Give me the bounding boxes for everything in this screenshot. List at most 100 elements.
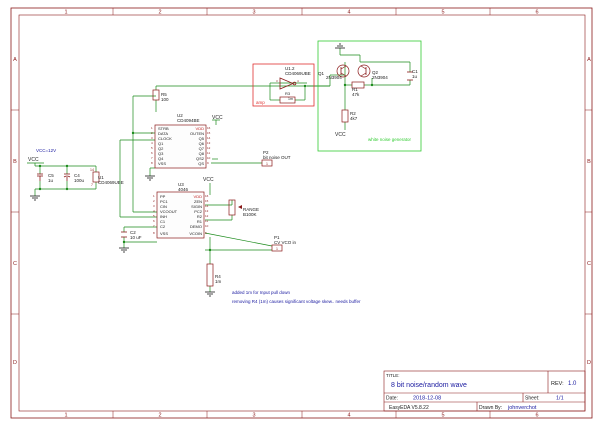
- u2-pin-num: 15: [207, 131, 211, 135]
- rev-label: REV:: [551, 381, 564, 387]
- row-label-left: C: [13, 261, 17, 267]
- c4-capacitor: [63, 173, 71, 181]
- u2-pin-num: 6: [151, 151, 153, 155]
- row-label-left: A: [13, 57, 17, 63]
- u2-pin-num: 14: [207, 136, 211, 140]
- wires: [119, 48, 411, 292]
- drawn-by-label: Drawn By:: [479, 405, 502, 411]
- u3-pin-label: PC2: [194, 209, 203, 214]
- col-label-bottom: 6: [535, 413, 538, 419]
- u1-pin-num: 14: [90, 168, 94, 172]
- ground-symbol: [30, 195, 40, 201]
- u2-pin-num: 12: [207, 146, 211, 150]
- q1-transistor: [336, 64, 350, 78]
- ground-symbol: [145, 175, 155, 181]
- u2-pin-label: CLOCK: [158, 136, 172, 141]
- u3-pin-num: 10: [205, 224, 209, 228]
- u2-pin-label: OUTEN: [190, 131, 204, 136]
- u3-vcc: VCC: [203, 177, 214, 183]
- q1-ref: Q1: [318, 71, 325, 76]
- c2-ground: [119, 247, 129, 253]
- u3-pin-num: 4: [153, 209, 155, 213]
- ground-symbol: [335, 43, 345, 49]
- u3-pin-num: 8: [153, 231, 155, 235]
- r5-resistor: R5 100: [152, 89, 169, 102]
- sheet-frame: [10, 7, 593, 419]
- col-label-top: 4: [347, 10, 350, 16]
- title-label: TITLE:: [386, 373, 400, 378]
- u3-pin-label: VCOIN: [189, 231, 202, 236]
- q1-value: 2N3904: [326, 75, 342, 80]
- col-label-top: 3: [252, 10, 255, 16]
- u2-chip: U2 CD4094BE VCC STRB DATA CLOCK Q1 Q2 Q3…: [145, 113, 223, 181]
- r3-ref: R3: [285, 91, 291, 96]
- u2-pin-label: Q6: [199, 141, 205, 146]
- u2-pin-label: DATA: [158, 131, 168, 136]
- c5-ref: C5: [48, 173, 54, 178]
- c4-value: 100u: [74, 178, 85, 183]
- c2-ref: C2: [130, 230, 136, 235]
- u2-pin-num: 3: [151, 136, 153, 140]
- u1-power-block: [92, 171, 100, 183]
- note-skew: removing R4 (1m) causes significant volt…: [232, 299, 361, 304]
- p1-ref: P1: [274, 235, 280, 240]
- u2-pin-num: 2: [151, 131, 153, 135]
- junction-dots: [38, 83, 374, 252]
- r5-ref: R5: [161, 92, 167, 97]
- col-label-top: 1: [64, 10, 67, 16]
- q2-ref: Q2: [372, 70, 379, 75]
- u3-pin-num: 15: [205, 199, 209, 203]
- ground-symbol: [205, 291, 215, 297]
- col-label-bottom: 5: [441, 413, 444, 419]
- u2-pin-label: Q2: [158, 146, 164, 151]
- u2-ref: U2: [177, 113, 183, 118]
- opamp-pin: 3: [276, 79, 278, 83]
- u3-pin-label: PC1: [160, 199, 169, 204]
- amp-label: amp: [256, 100, 265, 105]
- c5-capacitor: [37, 173, 43, 181]
- p2-pin: 1: [266, 162, 268, 166]
- range-value: B100K: [243, 212, 257, 217]
- drawing-title: 8 bit noise/random wave: [391, 382, 467, 389]
- u3-value: 4046: [178, 187, 189, 192]
- u3-pin-label: CIN: [160, 204, 167, 209]
- supply-section: VCC=12V VCC C5 1u C4 100u: [27, 148, 124, 201]
- vcc-note: VCC=12V: [36, 148, 56, 153]
- u2-vcc: VCC: [212, 115, 223, 121]
- u2-pin-label: Q8: [199, 151, 205, 156]
- r4-value: 1m: [215, 279, 222, 284]
- u3-pin-label: VCOOUT: [160, 209, 178, 214]
- p2-connector: 1 P2 bit noise OUT: [261, 150, 291, 167]
- u2-pin-num: 4: [151, 141, 153, 145]
- date-label: Date:: [386, 396, 398, 402]
- vcc-label: VCC: [28, 157, 39, 163]
- sheet-label: Sheet:: [525, 396, 539, 402]
- u3-chip: U3 4046 VCC PP PC1 CIN VCOOUT INH C1 C2 …: [153, 177, 214, 239]
- u2-pin-num: 1: [151, 126, 153, 130]
- u3-pin-num: 9: [205, 231, 207, 235]
- u3-pin-num: 2: [153, 199, 155, 203]
- u2-pin-num: 10: [207, 156, 211, 160]
- row-label-right: D: [587, 360, 591, 366]
- u3-pin-num: 6: [153, 219, 155, 223]
- r2-ref: R2: [350, 111, 356, 116]
- u3-pin-label: R1: [197, 219, 203, 224]
- opamp-pin: 4: [297, 79, 299, 83]
- row-label-left: D: [13, 360, 17, 366]
- p1-value: CV VCO in: [274, 240, 297, 245]
- u3-pin-num: 13: [205, 209, 209, 213]
- frame-labels: 1 2 3 4 5 6 1 2 3 4 5 6 A B C D A B C D: [13, 10, 591, 419]
- opamp-value: CD4069UBE: [285, 71, 311, 76]
- col-label-top: 5: [441, 10, 444, 16]
- r1-value: 47k: [352, 92, 360, 97]
- u1-ref: U1: [98, 175, 104, 180]
- u3-pin-num: 14: [205, 204, 209, 208]
- u2-pin-label: Q4: [158, 156, 164, 161]
- u3-pin-num: 3: [153, 204, 155, 208]
- col-label-bottom: 4: [347, 413, 350, 419]
- u3-pin-num: 12: [205, 214, 209, 218]
- u2-value: CD4094BE: [177, 118, 200, 123]
- u2-pin-label: QS: [198, 161, 204, 166]
- inverter-symbol: [279, 77, 295, 90]
